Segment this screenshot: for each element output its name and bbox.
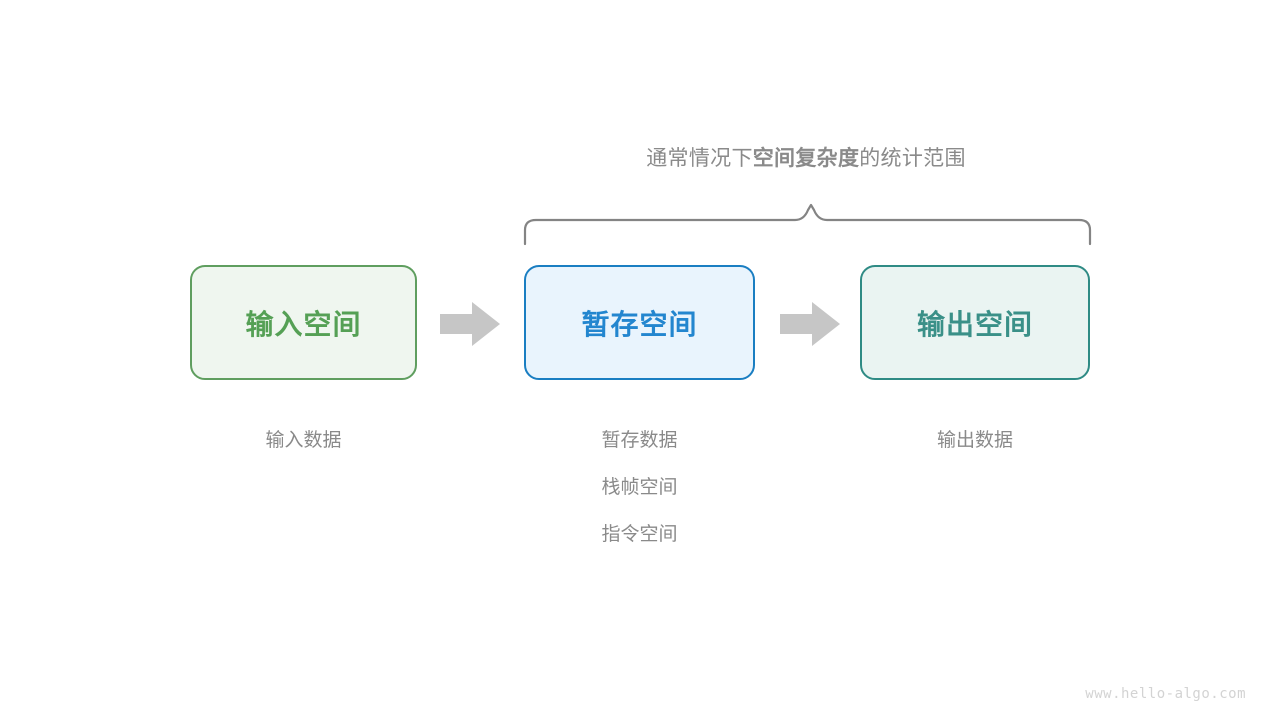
box-input-space[interactable]: 输入空间: [190, 265, 417, 380]
watermark: www.hello-algo.com: [1085, 686, 1246, 702]
brace-caption: 通常情况下空间复杂度的统计范围: [0, 144, 1280, 234]
arrow-right-icon-temp-to-output: [780, 302, 840, 346]
brace-caption-emphasis: 空间复杂度: [752, 147, 860, 170]
caption-column-input: 输入数据: [190, 417, 417, 464]
caption-temp-line-3: 指令空间: [601, 524, 678, 545]
caption-output-line-1: 输出数据: [936, 430, 1013, 451]
brace-caption-suffix: 的统计范围: [859, 147, 966, 170]
caption-input-line-1: 输入数据: [265, 430, 342, 451]
caption-temp-line-1: 暂存数据: [601, 430, 678, 451]
box-input-space-label: 输入空间: [245, 308, 362, 340]
brace-caption-prefix: 通常情况下: [646, 147, 753, 170]
box-temp-space[interactable]: 暂存空间: [524, 265, 755, 380]
caption-temp-line-2: 栈帧空间: [601, 477, 678, 498]
caption-column-output: 输出数据: [860, 417, 1090, 464]
box-output-space-label: 输出空间: [916, 308, 1033, 340]
arrow-right-icon-input-to-temp: [440, 302, 500, 346]
box-output-space[interactable]: 输出空间: [860, 265, 1090, 380]
curly-brace-icon: [523, 203, 1092, 246]
caption-column-temp: 暂存数据 栈帧空间 指令空间: [524, 417, 755, 558]
box-temp-space-label: 暂存空间: [581, 308, 698, 340]
